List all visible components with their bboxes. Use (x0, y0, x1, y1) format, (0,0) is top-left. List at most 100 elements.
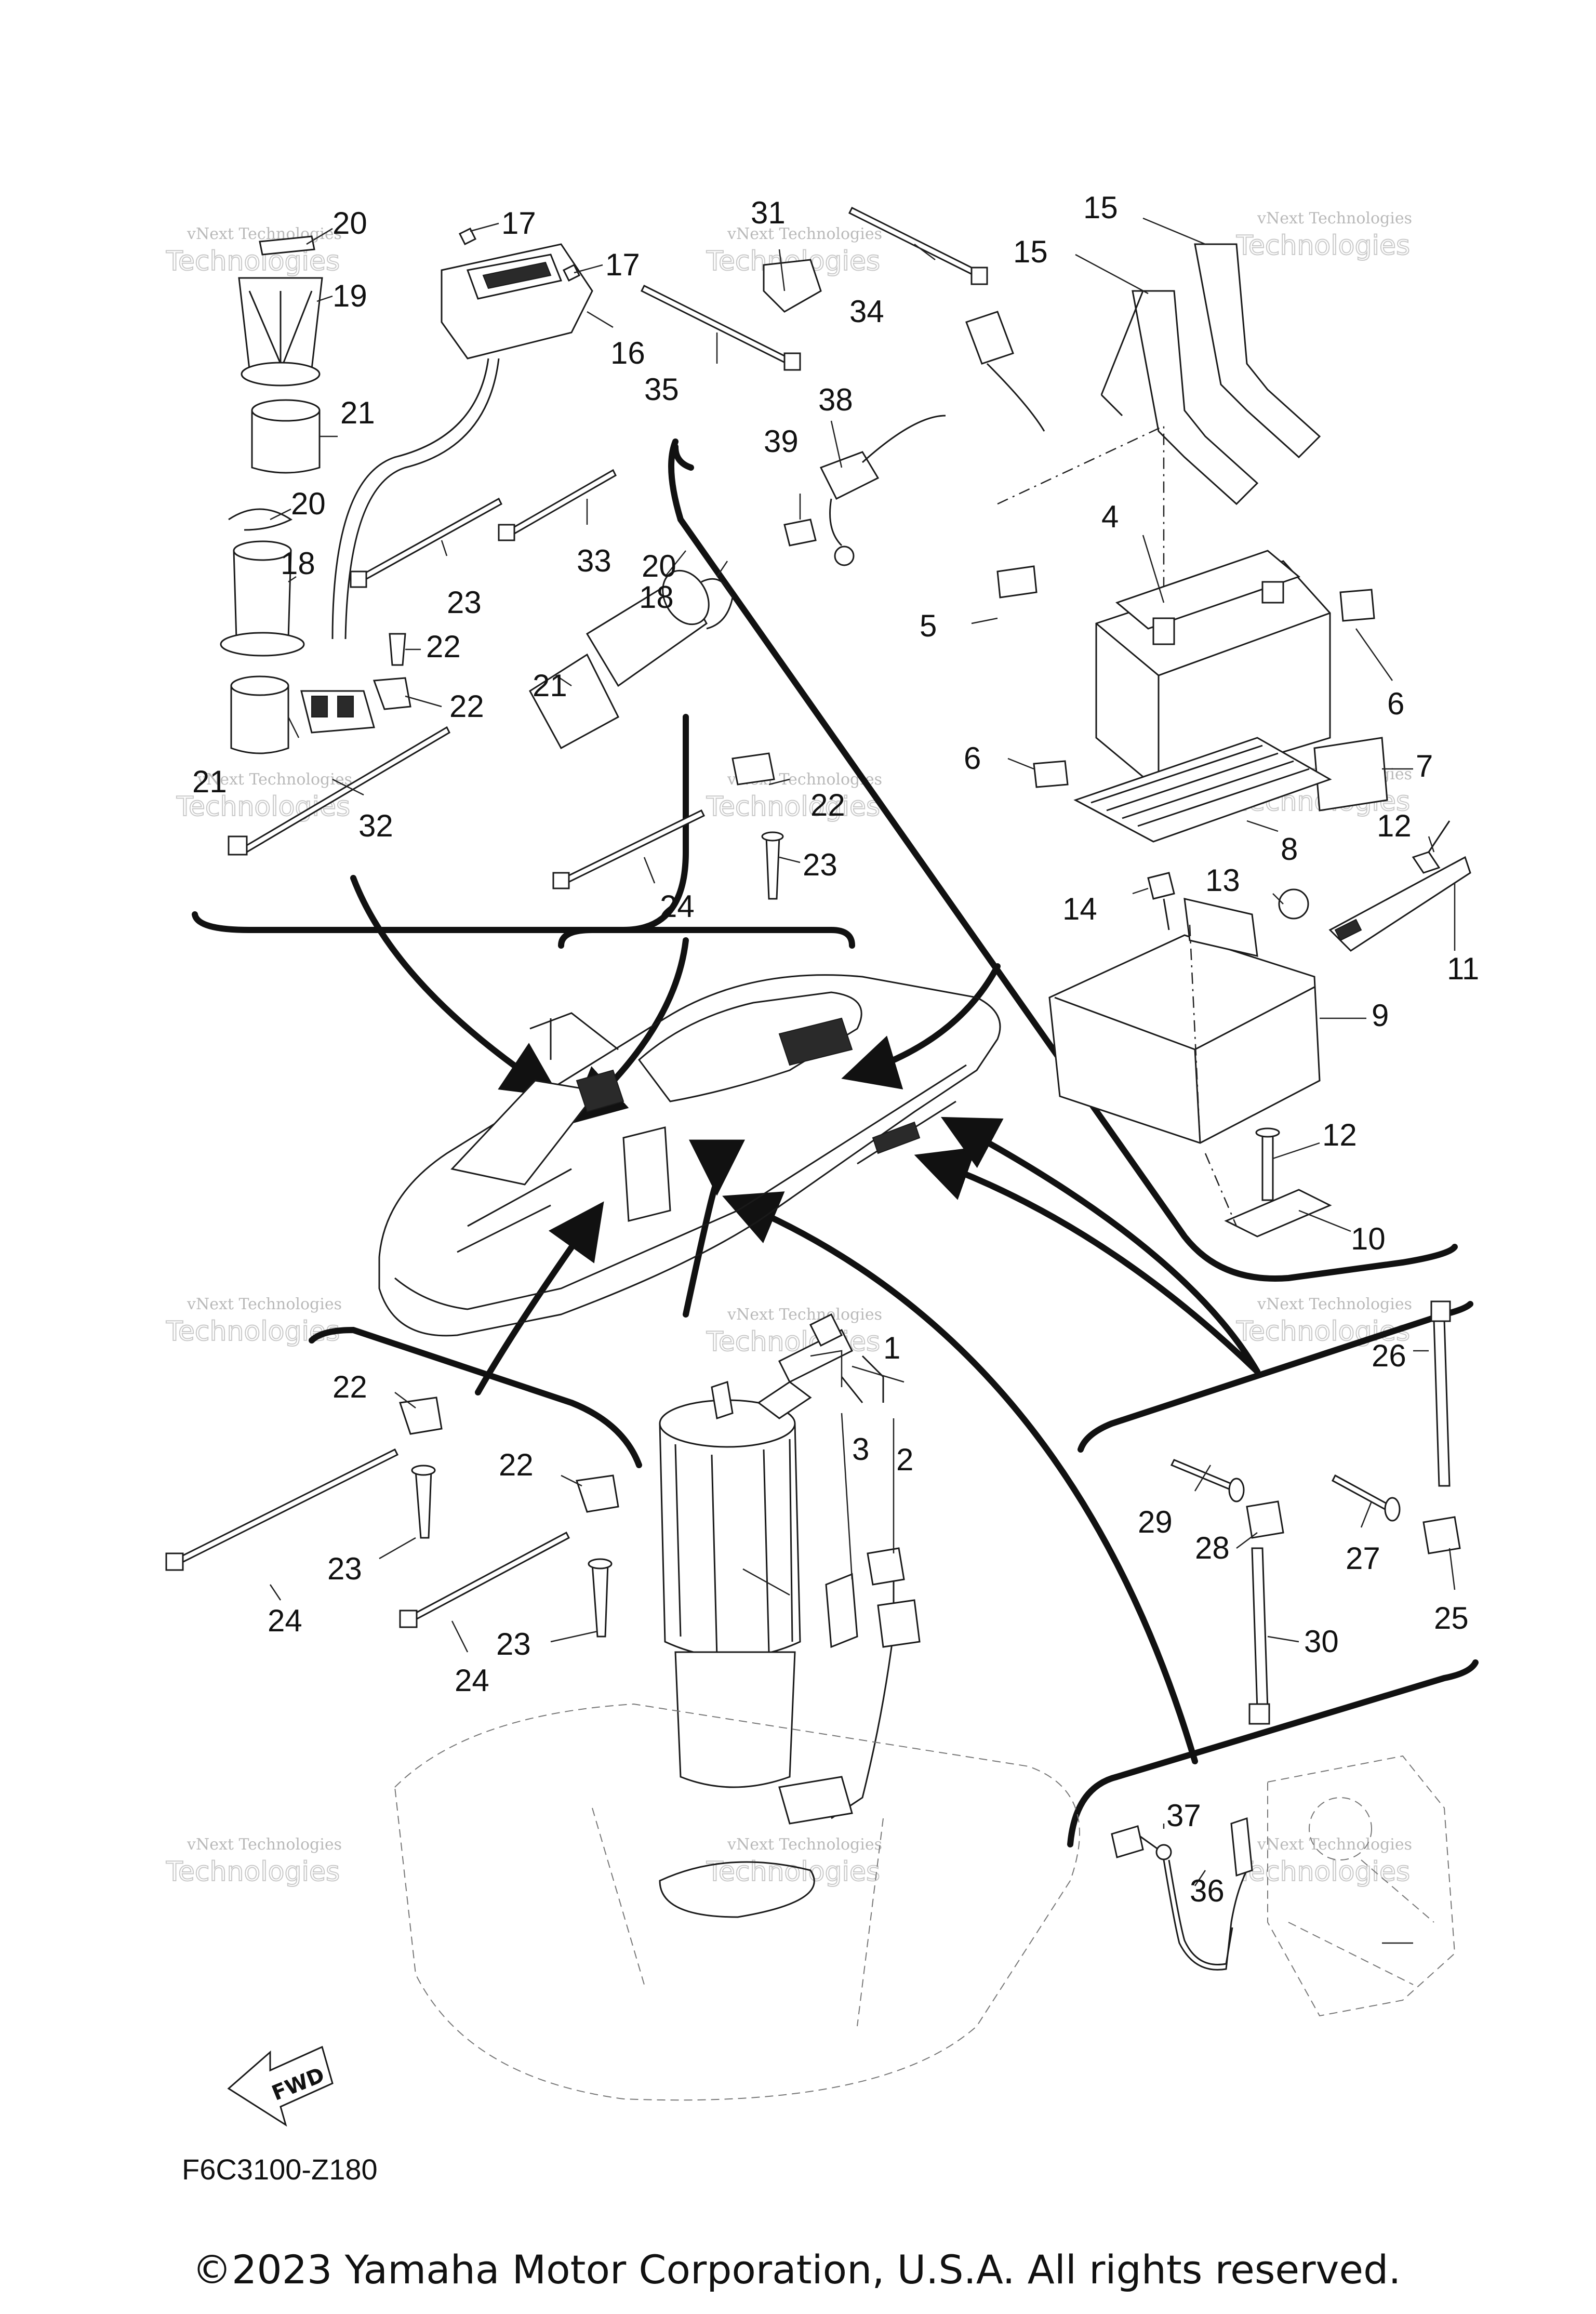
right-lower-group (1111, 1755, 1456, 2017)
hose-21-side (529, 653, 619, 750)
callout-9: 9 (1372, 998, 1389, 1033)
callout-3: 3 (852, 1432, 869, 1467)
lower-left-group (165, 1397, 619, 1638)
bracket-lower-left (309, 1326, 642, 1468)
pad-6-left (1033, 760, 1069, 788)
svg-text:vNext Technologies: vNext Technologies (727, 1836, 882, 1854)
callout-31: 30 (1304, 1624, 1339, 1659)
svg-text:vNext Technologies: vNext Technologies (197, 770, 352, 789)
svg-text:vNext Technologies: vNext Technologies (187, 225, 342, 243)
watermark: vNext Technologies Technologies (1235, 209, 1412, 262)
callout-numbers: 1 2 3 4 5 6 6 7 8 9 10 11 12 12 13 14 15… (192, 190, 1479, 1908)
group-brackets (192, 438, 1479, 1847)
clip-22-mid (732, 752, 775, 786)
callout-38: 37 (1166, 1798, 1201, 1833)
callout-17: 17 (605, 247, 640, 282)
arrow-to-deck (722, 1191, 1198, 1764)
svg-text:vNext Technologies: vNext Technologies (187, 1295, 342, 1313)
callout-15: 15 (1013, 234, 1048, 269)
handlebar (529, 1012, 619, 1060)
svg-text:vNext Technologies: vNext Technologies (1257, 209, 1412, 228)
hull-outline (378, 974, 1001, 1337)
bolt-14 (1147, 872, 1175, 900)
callout-21: 21 (340, 395, 375, 430)
callout-16: 16 (610, 336, 645, 370)
clamp-20-top (259, 235, 315, 256)
cable-tie-34 (508, 469, 617, 537)
screw-17-a (458, 227, 477, 246)
callout-20: 20 (332, 206, 367, 241)
svg-text:Technologies: Technologies (1236, 1856, 1410, 1887)
battery-location (778, 1017, 853, 1066)
watermark: vNext Technologies Technologies (706, 770, 882, 823)
svg-text:vNext Technologies: vNext Technologies (187, 1836, 342, 1854)
callout-18: 18 (639, 580, 674, 615)
rivet-12-bottom (1261, 1132, 1274, 1201)
pad-5 (996, 565, 1038, 599)
cable-tie-31 (1251, 1547, 1269, 1710)
leader-arrows (350, 875, 1260, 1764)
callout-21: 21 (533, 668, 567, 703)
callout-8: 8 (1281, 832, 1298, 867)
callout-24: 23 (447, 585, 482, 620)
pump-connector (778, 1776, 853, 1825)
top-left-group (220, 227, 734, 856)
callout-15: 15 (1083, 190, 1118, 225)
callout-40: 39 (764, 424, 799, 459)
callout-27: 26 (1372, 1338, 1406, 1373)
bolt-40 (783, 518, 817, 547)
watermark: vNext Technologies Technologies (706, 1836, 882, 1888)
clip-26 (1422, 1516, 1461, 1554)
clamp-20-side (701, 578, 734, 630)
bracket-right-lower (1067, 1659, 1479, 1847)
callout-26: 25 (1434, 1601, 1469, 1635)
callout-11: 11 (1447, 951, 1479, 986)
bracket-top-left-outline (672, 444, 694, 471)
fuel-pump-group (394, 1313, 1080, 2101)
rivet-23-top (389, 633, 406, 666)
callout-19: 19 (332, 278, 367, 313)
battery-tray-8 (1073, 737, 1332, 843)
callout-22: 22 (499, 1447, 534, 1482)
deck-clip-location (872, 1121, 921, 1154)
battery-group (965, 243, 1471, 1238)
rivet-23-lower-a (415, 1469, 432, 1539)
watermark: vNext Technologies Technologies (706, 225, 882, 277)
callout-2: 2 (896, 1442, 913, 1477)
battery-lead-39 (819, 451, 880, 500)
fwd-arrow-icon (227, 2045, 334, 2127)
tank-outline (394, 1703, 1080, 2101)
lead-lines (269, 217, 1456, 1944)
clip-32 (763, 259, 822, 313)
watermark: vNext Technologies Technologies (165, 1836, 342, 1888)
rivet-23-mid (765, 835, 780, 900)
callout-23: 23 (803, 847, 837, 882)
windshield (450, 1080, 599, 1186)
cable-tie-24-top (357, 497, 502, 583)
fwd-arrow: FWD (227, 2045, 334, 2127)
pad-6-right (1339, 589, 1375, 622)
callout-30: 29 (1138, 1505, 1173, 1539)
svg-text:Technologies: Technologies (1236, 230, 1410, 261)
bracket-10 (1224, 1189, 1332, 1238)
engine-outline (1267, 1755, 1456, 2017)
svg-text:Technologies: Technologies (706, 791, 880, 822)
arrow-to-right-clips (940, 1116, 1260, 1375)
cable-tie-24-lower (409, 1531, 570, 1623)
arrow-to-fuel-pump (683, 1139, 745, 1318)
callout-18: 18 (281, 546, 315, 581)
callout-21: 21 (192, 764, 227, 799)
callout-32: 31 (751, 195, 786, 230)
callout-14: 14 (1062, 892, 1097, 926)
callout-1: 1 (883, 1331, 900, 1365)
callout-22: 22 (810, 788, 845, 822)
watermark: vNext Technologies Technologies (1235, 1836, 1412, 1888)
callout-37: 36 (1190, 1873, 1225, 1908)
callout-4: 4 (1101, 499, 1119, 534)
clamp-20-mid (228, 508, 292, 531)
callout-35: 34 (849, 294, 884, 329)
callout-34: 33 (577, 543, 611, 578)
callout-23: 22 (426, 629, 461, 664)
arrow-to-seat (841, 963, 1001, 1089)
